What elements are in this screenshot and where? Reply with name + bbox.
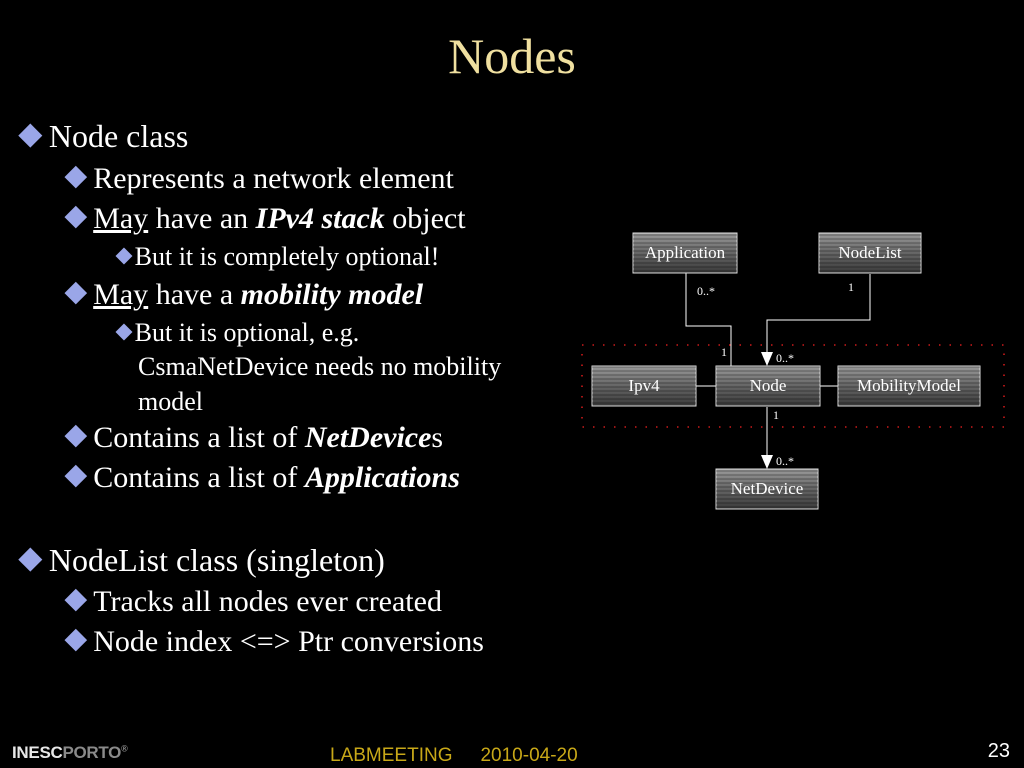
mult-node-netdev-one: 1	[773, 408, 779, 422]
box-nodelist: NodeList	[818, 232, 922, 274]
footer-event-date: LABMEETING 2010-04-20	[330, 745, 578, 767]
box-application-label: Application	[645, 243, 726, 262]
box-mobility-model: MobilityModel	[837, 365, 981, 407]
bullet-node-index: Node index <=> Ptr conversions	[64, 625, 484, 660]
bullet-applications: Contains a list of Applications	[64, 461, 460, 496]
footer-event: LABMEETING	[330, 745, 453, 766]
arrowhead-icon	[761, 455, 773, 469]
box-node: Node	[715, 365, 821, 407]
arrowhead-icon	[761, 352, 773, 366]
node-application-connector	[685, 250, 732, 366]
box-ipv4: Ipv4	[591, 365, 697, 407]
nodelist-node-connector	[766, 274, 871, 355]
bullet-optional-2-line2: CsmaNetDevice needs no mobility	[138, 352, 502, 381]
bullet-optional-2-line3: model	[138, 387, 203, 416]
bullet-optional-1: But it is completely optional!	[115, 242, 439, 272]
bullet-node-class: Node class	[18, 118, 188, 155]
bullet-ipv4-stack: May have an IPv4 stack object	[64, 202, 466, 237]
mult-node-many: 0..*	[776, 351, 794, 365]
inesc-porto-logo: INESCPORTO®	[12, 743, 128, 762]
box-netdevice-label: NetDevice	[731, 479, 804, 498]
bullet-mobility-model: May have a mobility model	[64, 278, 423, 313]
bullet-netdevices: Contains a list of NetDevices	[64, 421, 443, 456]
box-nodelist-label: NodeList	[838, 243, 902, 262]
box-ipv4-label: Ipv4	[628, 376, 660, 395]
bullet-nodelist-class: NodeList class (singleton)	[18, 542, 385, 579]
mult-app-many: 0..*	[697, 284, 715, 298]
footer-date: 2010-04-20	[480, 745, 578, 766]
box-netdevice: NetDevice	[715, 468, 819, 510]
box-node-label: Node	[750, 376, 787, 395]
bullet-tracks: Tracks all nodes ever created	[64, 585, 442, 620]
grouping-frame	[581, 344, 1005, 428]
bullet-represents: Represents a network element	[64, 162, 454, 197]
box-mobility-label: MobilityModel	[857, 376, 961, 395]
box-application: Application	[632, 232, 738, 274]
mult-node-app-one: 1	[721, 345, 727, 359]
slide-title: Nodes	[448, 28, 576, 84]
mult-netdev-many: 0..*	[776, 454, 794, 468]
page-number: 23	[987, 740, 1010, 762]
bullet-optional-2: But it is optional, e.g.	[115, 318, 359, 348]
mult-nodelist-one: 1	[848, 280, 854, 294]
